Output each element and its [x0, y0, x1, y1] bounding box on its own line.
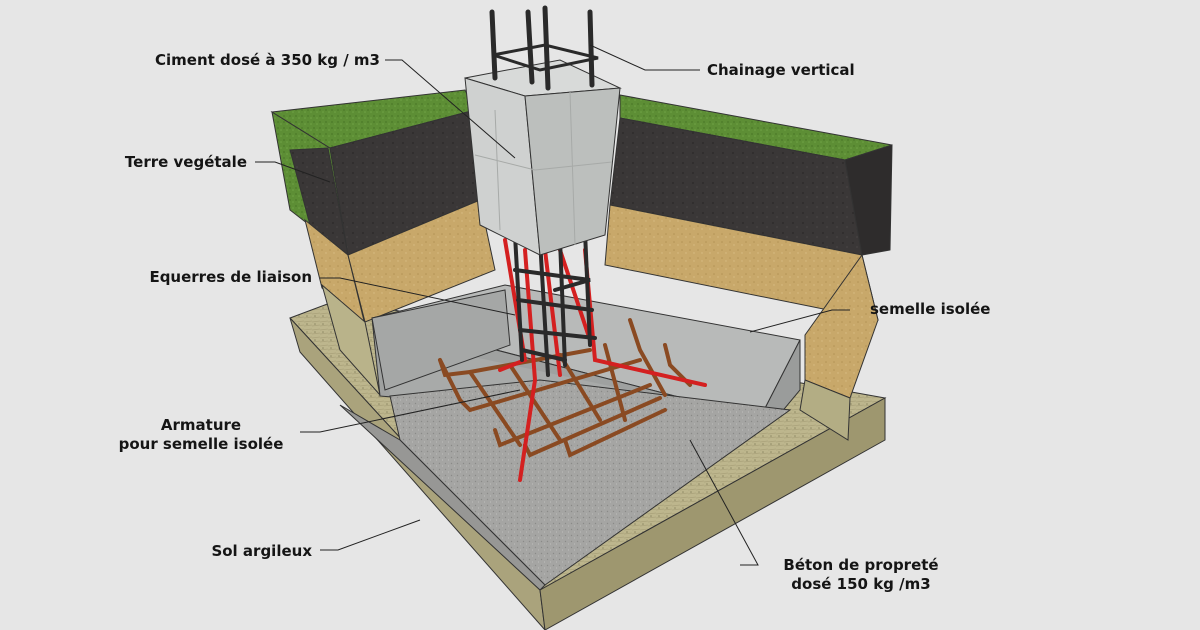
- concrete-column: [464, 59, 622, 256]
- right-soil-block: [799, 253, 879, 441]
- label-semelle-isolee: semelle isolée: [870, 300, 991, 318]
- label-armature-line1: Armature: [160, 416, 242, 434]
- label-armature-line2: pour semelle isolée: [118, 435, 284, 453]
- column-cage: [513, 230, 597, 377]
- label-ciment: Ciment dosé à 350 kg / m3: [155, 51, 380, 69]
- footing-front: [371, 289, 511, 391]
- back-wall-right: [604, 94, 893, 321]
- vertical-chain-rebars: [489, 5, 599, 91]
- label-terre-vegetale: Terre vegétale: [124, 153, 247, 171]
- leader-lines: [255, 44, 850, 566]
- back-wall-left: [270, 89, 496, 323]
- connecting-bars: [498, 238, 707, 482]
- label-beton-proprete: Béton de propreté dosé 150 kg /m3: [765, 556, 957, 594]
- label-equerres: Equerres de liaison: [149, 268, 312, 286]
- label-armature: Armature pour semelle isolée: [108, 416, 294, 454]
- lean-concrete: [339, 379, 792, 591]
- label-chainage-vertical: Chainage vertical: [707, 61, 855, 79]
- label-beton-line2: dosé 150 kg /m3: [791, 575, 931, 593]
- label-beton-line1: Béton de propreté: [783, 556, 939, 574]
- footing-rebar-mesh: [438, 318, 692, 458]
- label-sol-argileux: Sol argileux: [211, 542, 312, 560]
